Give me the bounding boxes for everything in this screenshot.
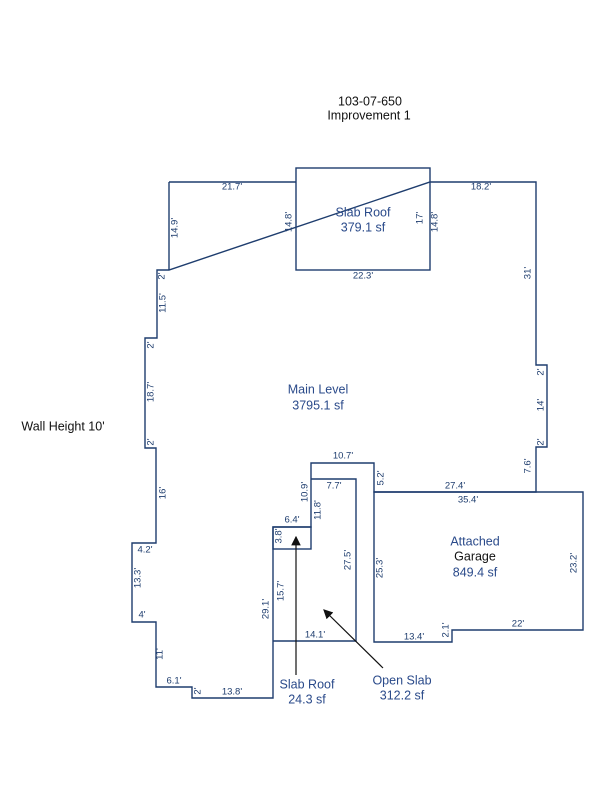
dimension-label: 13.8'	[222, 687, 242, 698]
dimension-label: 2.1'	[441, 622, 452, 637]
dimension-label: 16'	[158, 487, 169, 500]
wall-height-label: Wall Height 10'	[21, 419, 104, 433]
dimension-label: 18.2'	[471, 182, 491, 193]
dimension-label: 3.8'	[274, 528, 285, 543]
dimension-label: 14.8'	[430, 212, 441, 232]
dimension-label: 2'	[193, 687, 204, 694]
dimension-label: 7.7'	[326, 481, 341, 492]
main-level-name: Main Level	[288, 382, 348, 396]
open-slab-size: 312.2 sf	[380, 688, 425, 702]
dimension-label: 22.3'	[353, 271, 373, 282]
dimension-label: 2'	[146, 438, 157, 445]
dimension-label: 35.4'	[458, 495, 478, 506]
dimension-label: 11.5'	[158, 293, 169, 313]
dimension-label: 25.3'	[375, 558, 386, 578]
dimension-label: 4'	[138, 610, 145, 621]
dimension-label: 2'	[146, 341, 157, 348]
open-slab-arrow	[323, 609, 384, 669]
slab-roof-small-name: Slab Roof	[280, 677, 335, 691]
dimension-label: 13.3'	[133, 568, 144, 588]
dimension-label: 31'	[523, 267, 534, 280]
dimension-label: 5.2'	[376, 470, 387, 485]
garage-name-1: Attached	[450, 534, 499, 548]
dimension-label: 2'	[157, 272, 168, 279]
slab-roof-small-size: 24.3 sf	[288, 692, 326, 706]
dimension-label: 14.1'	[305, 630, 325, 641]
dimension-label: 11.8'	[313, 500, 324, 520]
main-level-size: 3795.1 sf	[292, 398, 344, 412]
slab-roof-small-outline	[272, 526, 312, 550]
dimension-label: 21.7'	[222, 182, 242, 193]
dimension-label: 23.2'	[569, 553, 580, 573]
garage-name-2: Garage	[454, 549, 496, 563]
slab-roof-top-size: 379.1 sf	[341, 220, 386, 234]
garage-outline	[373, 491, 584, 643]
dimension-label: 15.7'	[276, 581, 287, 601]
slab-roof-top-name: Slab Roof	[336, 205, 391, 219]
dimension-labels: 21.7' 14.9' 14.8' 17' 14.8' 18.2' 22.3' 31' 2' 11…	[133, 182, 580, 698]
dimension-label: 22'	[512, 619, 525, 630]
main-level-outline	[131, 181, 548, 699]
garage-size: 849.4 sf	[453, 565, 498, 579]
dimension-label: 2'	[536, 438, 547, 445]
parcel-id: 103-07-650	[338, 94, 402, 108]
open-slab-name: Open Slab	[372, 673, 431, 687]
dimension-label: 14'	[536, 399, 547, 412]
dimension-label: 27.5'	[343, 550, 354, 570]
dimension-label: 14.8'	[284, 212, 295, 232]
dimension-label: 6.1'	[166, 676, 181, 687]
dimension-label: 27.4'	[445, 481, 465, 492]
dimension-label: 11'	[155, 648, 166, 660]
dimension-label: 4.2'	[137, 545, 152, 556]
dimension-label: 7.6'	[523, 458, 534, 473]
dimension-label: 10.9'	[300, 482, 311, 502]
dimension-label: 29.1'	[261, 599, 272, 619]
dimension-label: 10.7'	[333, 451, 353, 462]
dimension-label: 13.4'	[404, 632, 424, 643]
dimension-label: 6.4'	[284, 515, 299, 526]
improvement-title: Improvement 1	[327, 108, 410, 122]
dimension-label: 18.7'	[146, 382, 157, 402]
dimension-label: 2'	[536, 368, 547, 375]
dimension-label: 14.9'	[170, 218, 181, 238]
open-slab-outline	[273, 478, 357, 642]
slab-roof-top-outline	[295, 167, 431, 271]
dimension-label: 17'	[415, 212, 426, 225]
